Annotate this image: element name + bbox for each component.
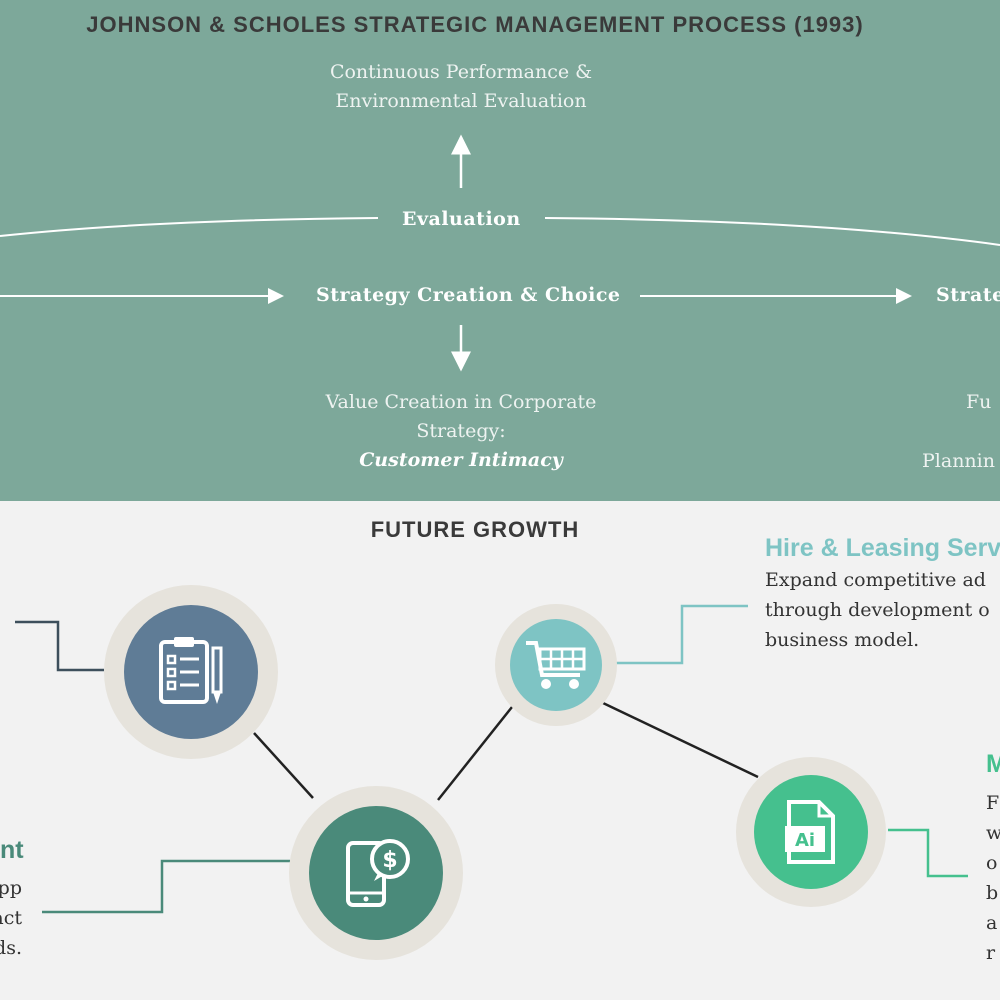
phone-dollar-icon: $: [309, 806, 443, 940]
evaluation-curve-right: [544, 217, 1000, 246]
connector-clipboard: [15, 620, 104, 672]
future-growth-title: FUTURE GROWTH: [370, 517, 580, 542]
strategy-creation-label: Strategy Creation & Choice: [316, 284, 621, 306]
right-partial-text-1: Fu: [966, 391, 992, 413]
hire-leasing-text: Expand competitive ad through developmen…: [765, 569, 990, 651]
shopping-cart-icon: [510, 619, 602, 711]
right-text: F w o b a r: [986, 792, 1000, 964]
connector-clipboard-phone: [253, 732, 314, 799]
right-heading: M: [986, 750, 1000, 778]
process-panel: [0, 0, 1000, 501]
left-heading: nt: [0, 836, 24, 864]
left-text: pp act ds.: [0, 877, 22, 959]
evaluation-label: Evaluation: [402, 208, 521, 230]
hire-leasing-heading: Hire & Leasing Servic: [765, 534, 1000, 562]
clipboard-icon: [124, 605, 258, 739]
connector-cart-ai: [602, 701, 759, 779]
page-title: JOHNSON & SCHOLES STRATEGIC MANAGEMENT P…: [86, 12, 864, 37]
svg-text:$: $: [382, 848, 397, 873]
evaluation-curve-left: [0, 217, 379, 237]
connector-ai: [888, 828, 968, 878]
connector-cart: [616, 604, 748, 665]
connector-phone-cart: [437, 706, 513, 801]
svg-text:Ai: Ai: [795, 830, 815, 851]
right-partial-text-2: Plannin: [922, 450, 995, 472]
value-creation-text: Value Creation in Corporate Strategy: Cu…: [325, 391, 597, 471]
connector-phone: [42, 859, 290, 914]
strategy-implementation-label: Strateg: [936, 284, 1000, 306]
ai-file-icon: Ai: [754, 775, 868, 889]
continuous-evaluation-text: Continuous Performance & Environmental E…: [329, 61, 593, 112]
